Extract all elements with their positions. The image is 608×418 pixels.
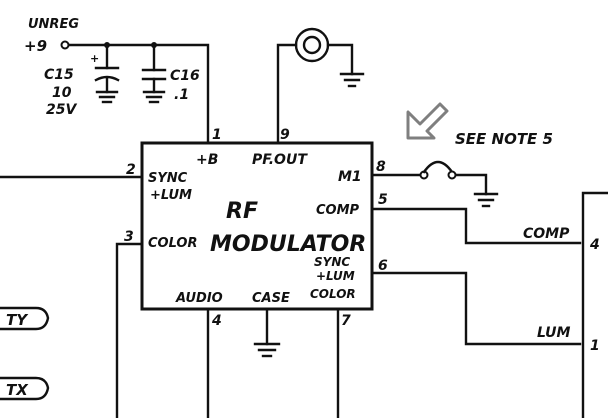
rf-jack-ground-wire	[326, 43, 354, 76]
capacitor-c16	[141, 43, 167, 104]
connector-body	[581, 191, 608, 418]
note-arrow-icon	[406, 102, 449, 140]
svg-text:+: +	[90, 52, 99, 65]
connector-pin-1: 1	[590, 338, 600, 354]
pin-label-comp: COMP	[316, 203, 360, 218]
pin-number-2: 2	[126, 162, 136, 178]
pin-number-6: 6	[378, 258, 388, 274]
pin-label-color-2: COLOR	[310, 287, 356, 301]
offpage-label-ty-shape	[0, 306, 50, 331]
lum-wire	[370, 271, 582, 346]
pin-number-3: 3	[124, 229, 134, 245]
pin-label-lum-2: +LUM	[316, 269, 355, 283]
jumper-ground-wire	[454, 173, 488, 196]
rf-jack-ground-icon	[339, 72, 365, 88]
offpage-label-tx: TX	[6, 381, 29, 399]
c15-rating: 25V	[46, 102, 77, 118]
module-title-rf: RF	[226, 199, 258, 224]
supply-rail-wire	[67, 43, 210, 145]
see-note-label: SEE NOTE 5	[455, 130, 553, 148]
connector-lum-label: LUM	[537, 325, 571, 341]
offpage-label-tx-shape	[0, 376, 50, 401]
c16-value: .1	[174, 87, 189, 103]
pin-number-8: 8	[376, 159, 386, 175]
pin-label-lum: +LUM	[150, 188, 192, 203]
supply-voltage-label: +9	[24, 37, 47, 55]
c15-ref: C15	[44, 67, 74, 83]
c15-value: 10	[52, 85, 72, 101]
jumper-link	[422, 160, 454, 174]
connector-pin-4: 4	[589, 237, 600, 253]
case-ground-icon	[253, 342, 281, 358]
pin-label-case: CASE	[252, 291, 290, 306]
color-input-wire	[115, 242, 144, 418]
pin-number-9: 9	[280, 127, 290, 143]
pin-label-audio: AUDIO	[175, 291, 223, 306]
unreg-label: UNREG	[28, 17, 79, 32]
jumper-ground-icon	[473, 192, 499, 208]
pin-label-sync-2: SYNC	[314, 255, 350, 269]
c16-ref: C16	[170, 68, 200, 84]
pin-number-7: 7	[341, 313, 351, 329]
module-title-modulator: MODULATOR	[210, 232, 366, 257]
rf-modulator-box	[140, 141, 374, 311]
pin-label-color: COLOR	[148, 236, 197, 251]
rf-jack-inner	[302, 35, 322, 55]
pin-number-1: 1	[212, 127, 222, 143]
connector-comp-label: COMP	[523, 226, 570, 242]
comp-wire	[370, 207, 582, 245]
offpage-label-ty: TY	[6, 311, 29, 329]
pin-label-plus-b: +B	[196, 152, 218, 168]
supply-terminal	[60, 40, 70, 50]
pin-number-5: 5	[378, 192, 388, 208]
pin-label-m1: M1	[338, 169, 362, 185]
rf-jack-outer	[294, 27, 330, 63]
jumper-terminal-right	[447, 170, 457, 180]
pin-number-4: 4	[211, 313, 222, 329]
pin-label-pf-out: PF.OUT	[252, 152, 308, 168]
pf-out-wire	[276, 43, 298, 145]
pin-label-sync: SYNC	[148, 171, 188, 186]
capacitor-c15: +	[90, 43, 120, 104]
